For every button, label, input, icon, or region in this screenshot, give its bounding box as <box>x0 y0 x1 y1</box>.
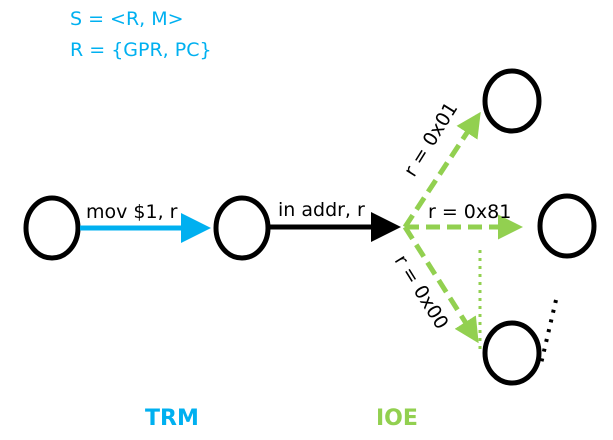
r01-arrow <box>402 111 481 229</box>
state-node-initial <box>23 195 81 261</box>
state-definition: S = <R, M> <box>70 8 184 30</box>
register-definition: R = {GPR, PC} <box>70 39 212 61</box>
mov-label: mov $1, r <box>86 201 178 223</box>
ellipsis-dots-black <box>538 299 558 369</box>
state-node-r01 <box>482 68 542 134</box>
ioe-section-label: IOE <box>376 406 418 431</box>
r00-label: r = 0x00 <box>390 251 453 333</box>
state-node-after-mov <box>213 195 271 261</box>
state-node-r81 <box>537 193 597 259</box>
state-node-r00 <box>482 320 542 386</box>
trm-section-label: TRM <box>145 406 199 431</box>
r01-label: r = 0x01 <box>400 98 463 180</box>
in-label: in addr, r <box>278 199 365 221</box>
r00-arrow <box>402 225 479 344</box>
r81-label: r = 0x81 <box>428 201 511 223</box>
